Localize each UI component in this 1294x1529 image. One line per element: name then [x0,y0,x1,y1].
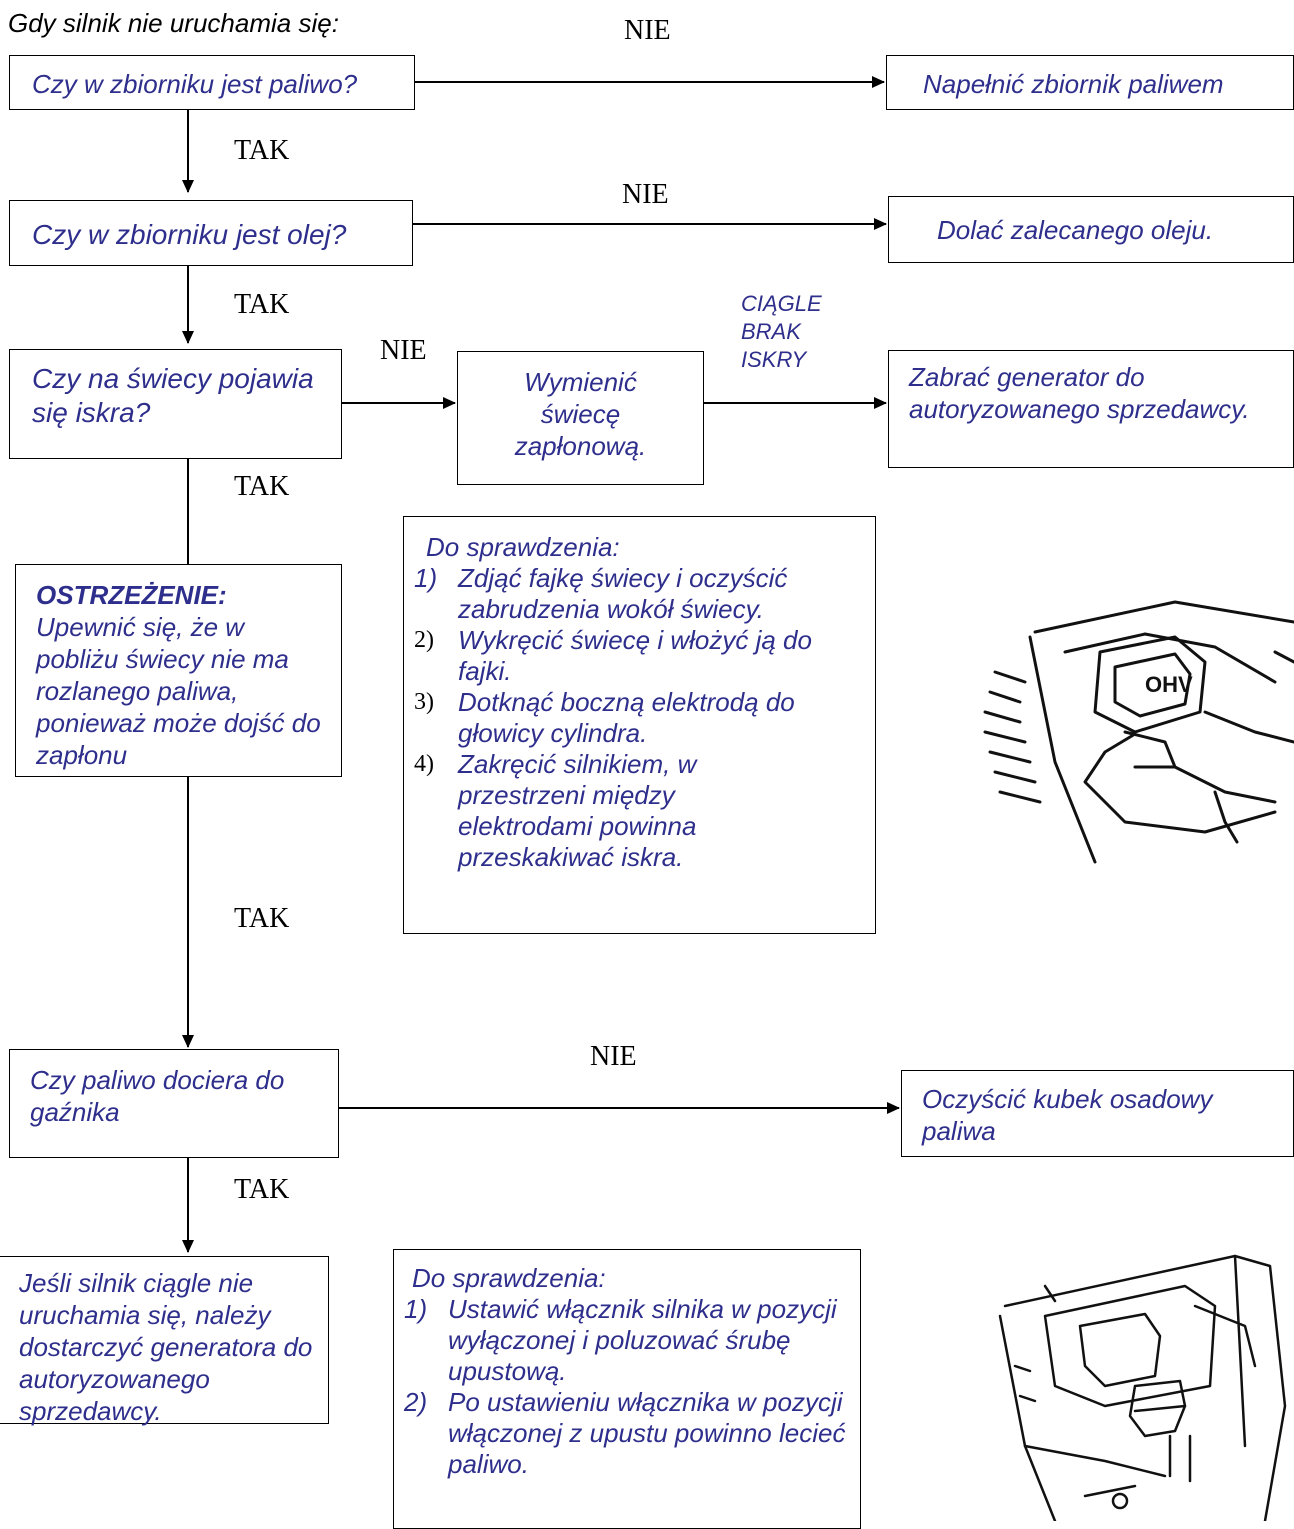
check1-item: 4) Zakręcić silnikiem, w przestrzeni międ… [404,749,865,873]
spark-dealer-box: Zabrać generator do autoryzowanego sprze… [888,350,1294,468]
check2-item-num: 2) [404,1387,428,1417]
check2-item-text: Po ustawieniu włącznika w pozycji włączo… [448,1387,846,1479]
check1-title: Do sprawdzenia: [426,532,620,562]
oil-action-text: Dolać zalecanego oleju. [937,215,1214,245]
label-yes-carb: TAK [234,1174,290,1205]
ohv-badge: OHV [1145,672,1193,697]
label-no-carb: NIE [590,1041,637,1072]
fuel-action-box: Napełnić zbiornik paliwem [886,55,1294,110]
label-yes-fuel: TAK [234,135,290,166]
spark-plug-illustration: OHV [983,600,1294,864]
check2-item: 2) Po ustawieniu włącznika w pozycji włąc… [394,1387,850,1480]
carb-check-instructions: Do sprawdzenia: 1) Ustawić włącznik silni… [393,1249,861,1529]
check2-item-num: 1) [404,1294,428,1324]
check1-item-text: Dotknąć boczną elektrodą do głowicy cyli… [458,687,795,748]
check1-item-text: Zdjąć fajkę świecy i oczyścić zabrudzeni… [458,563,788,624]
oil-action-box: Dolać zalecanego oleju. [888,196,1294,263]
carb-check-text: Czy paliwo dociera do gaźnika [30,1065,285,1127]
check1-item-num: 1) [414,563,438,593]
spark-check-instructions: Do sprawdzenia: 1) Zdjąć fajkę świecy i o… [403,516,876,934]
check1-item: 3) Dotknąć boczną elektrodą do głowicy cy… [404,687,865,749]
warning-text: Upewnić się, że w pobliżu świecy nie ma … [36,612,321,770]
final-box: Jeśli silnik ciągle nie uruchamia się, n… [0,1256,329,1426]
check1-item-num: 4) [414,751,434,777]
spark-check-text: Czy na świecy pojawia się iskra? [32,363,314,428]
warning-box: OSTRZEŻENIE: Upewnić się, że w pobliżu ś… [15,564,342,777]
label-yes-warning: TAK [234,903,290,934]
check1-item: 1) Zdjąć fajkę świecy i oczyścić zabrudze… [404,563,865,625]
fuel-cup-illustration [998,1254,1287,1521]
check2-item-text: Ustawić włącznik silnika w pozycji wyłąc… [448,1294,837,1386]
oil-check-text: Czy w zbiorniku jest olej? [32,219,347,250]
check1-list: 1) Zdjąć fajkę świecy i oczyścić zabrudze… [404,563,865,873]
check1-item-text: Zakręcić silnikiem, w przestrzeni między… [458,749,697,872]
warning-title: OSTRZEŻENIE: [36,580,227,610]
check1-item: 2) Wykręcić świecę i włożyć ją do fajki. [404,625,865,687]
oil-check-box: Czy w zbiorniku jest olej? [9,200,413,266]
spark-dealer-text: Zabrać generator do autoryzowanego sprze… [909,362,1250,424]
check1-item-text: Wykręcić świecę i włożyć ją do fajki. [458,625,812,686]
carb-action-box: Oczyścić kubek osadowy paliwa [901,1070,1294,1157]
page-heading: Gdy silnik nie uruchamia się: [8,8,339,38]
carb-action-text: Oczyścić kubek osadowy paliwa [922,1084,1213,1146]
check1-item-num: 3) [414,689,434,715]
spark-check-box: Czy na świecy pojawia się iskra? [9,349,342,459]
label-yes-oil: TAK [234,289,290,320]
label-no-oil: NIE [622,179,669,210]
label-still-no-spark: CIĄGLE BRAK ISKRY [741,291,822,372]
label-no-fuel: NIE [624,15,671,46]
label-yes-spark: TAK [234,471,290,502]
label-no-spark: NIE [380,335,427,366]
spark-replace-text: Wymienić świecę zapłonową. [514,367,647,461]
check2-list: 1) Ustawić włącznik silnika w pozycji wył… [394,1294,850,1480]
final-text: Jeśli silnik ciągle nie uruchamia się, n… [19,1268,313,1426]
check1-item-num: 2) [414,627,434,653]
fuel-check-box: Czy w zbiorniku jest paliwo? [9,55,415,110]
fuel-check-text: Czy w zbiorniku jest paliwo? [32,69,358,99]
spark-replace-box: Wymienić świecę zapłonową. [457,351,704,485]
fuel-action-text: Napełnić zbiornik paliwem [923,69,1224,99]
carb-check-box: Czy paliwo dociera do gaźnika [9,1049,339,1158]
check2-title: Do sprawdzenia: [412,1263,606,1293]
check2-item: 1) Ustawić włącznik silnika w pozycji wył… [394,1294,850,1387]
